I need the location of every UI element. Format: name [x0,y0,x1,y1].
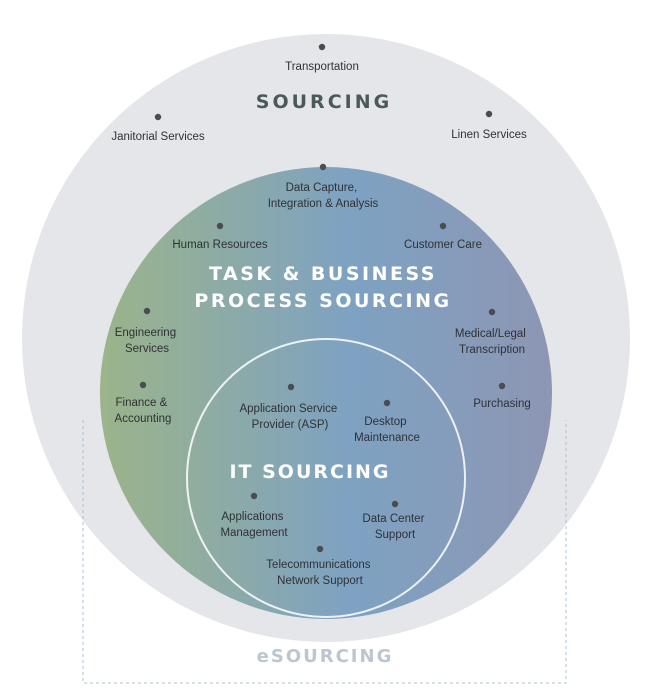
tb-item-data-capture-line1: Data Capture, [286,182,358,194]
it-item-desktop-line2: Maintenance [354,432,420,444]
sourcing-item-transportation: Transportation [285,61,359,73]
tb-item-medical-legal: Medical/Legal Transcription [455,328,529,356]
it-dot-telecom [316,545,324,553]
it-dot-data-center [391,500,399,508]
task-business-title-line1: TASK & BUSINESS [209,263,437,285]
tb-item-engineering: Engineering Services [115,327,180,355]
sourcing-dot-janitorial [154,113,162,121]
it-dot-desktop [383,399,391,407]
it-item-data-center-line2: Support [375,529,416,541]
tb-item-finance: Finance & Accounting [115,397,172,425]
it-item-telecom-line1: Telecommunications [266,559,370,571]
tb-dot-purchasing [498,382,506,390]
sourcing-item-janitorial: Janitorial Services [111,131,205,143]
sourcing-title: SOURCING [256,91,392,113]
tb-item-finance-line2: Accounting [115,413,172,425]
esourcing-title: eSOURCING [257,646,394,667]
tb-dot-human-resources [216,222,224,230]
it-item-applications-line2: Management [220,527,288,539]
tb-item-data-capture: Data Capture, Integration & Analysis [268,182,379,210]
it-item-applications-line1: Applications [221,511,283,523]
task-business-circle [100,167,552,619]
tb-dot-engineering [143,307,151,315]
it-item-data-center-line1: Data Center [362,513,424,525]
sourcing-item-linen: Linen Services [451,129,527,141]
tb-item-medical-legal-line2: Transcription [459,344,525,356]
it-item-applications: Applications Management [220,511,288,539]
it-item-telecom-line2: Network Support [277,575,363,587]
tb-item-engineering-line1: Engineering [115,327,176,339]
it-sourcing-title: IT SOURCING [229,461,390,483]
it-item-data-center: Data Center Support [362,513,427,541]
task-business-title-line2: PROCESS SOURCING [194,290,451,312]
it-item-asp: Application Service Provider (ASP) [239,403,340,431]
tb-item-medical-legal-line1: Medical/Legal [455,328,526,340]
tb-dot-customer-care [439,222,447,230]
sourcing-dot-transportation [318,43,326,51]
tb-dot-data-capture [319,163,327,171]
tb-dot-medical-legal [488,308,496,316]
tb-dot-finance [139,381,147,389]
it-item-asp-line2: Provider (ASP) [252,419,329,431]
tb-item-customer-care: Customer Care [404,239,482,251]
it-item-desktop: Desktop Maintenance [354,416,420,444]
it-dot-applications [250,492,258,500]
tb-item-finance-line1: Finance & [116,397,168,409]
tb-item-purchasing: Purchasing [473,398,531,410]
tb-item-engineering-line2: Services [125,343,169,355]
it-item-asp-line1: Application Service [239,403,337,415]
it-sourcing-circle [186,338,466,618]
it-item-telecom: Telecommunications Network Support [266,559,373,587]
sourcing-dot-linen [485,110,493,118]
tb-item-data-capture-line2: Integration & Analysis [268,198,379,210]
it-item-desktop-line1: Desktop [364,416,406,428]
esourcing-dashed-frame [82,420,567,684]
it-dot-asp [287,383,295,391]
tb-item-human-resources: Human Resources [172,239,267,251]
